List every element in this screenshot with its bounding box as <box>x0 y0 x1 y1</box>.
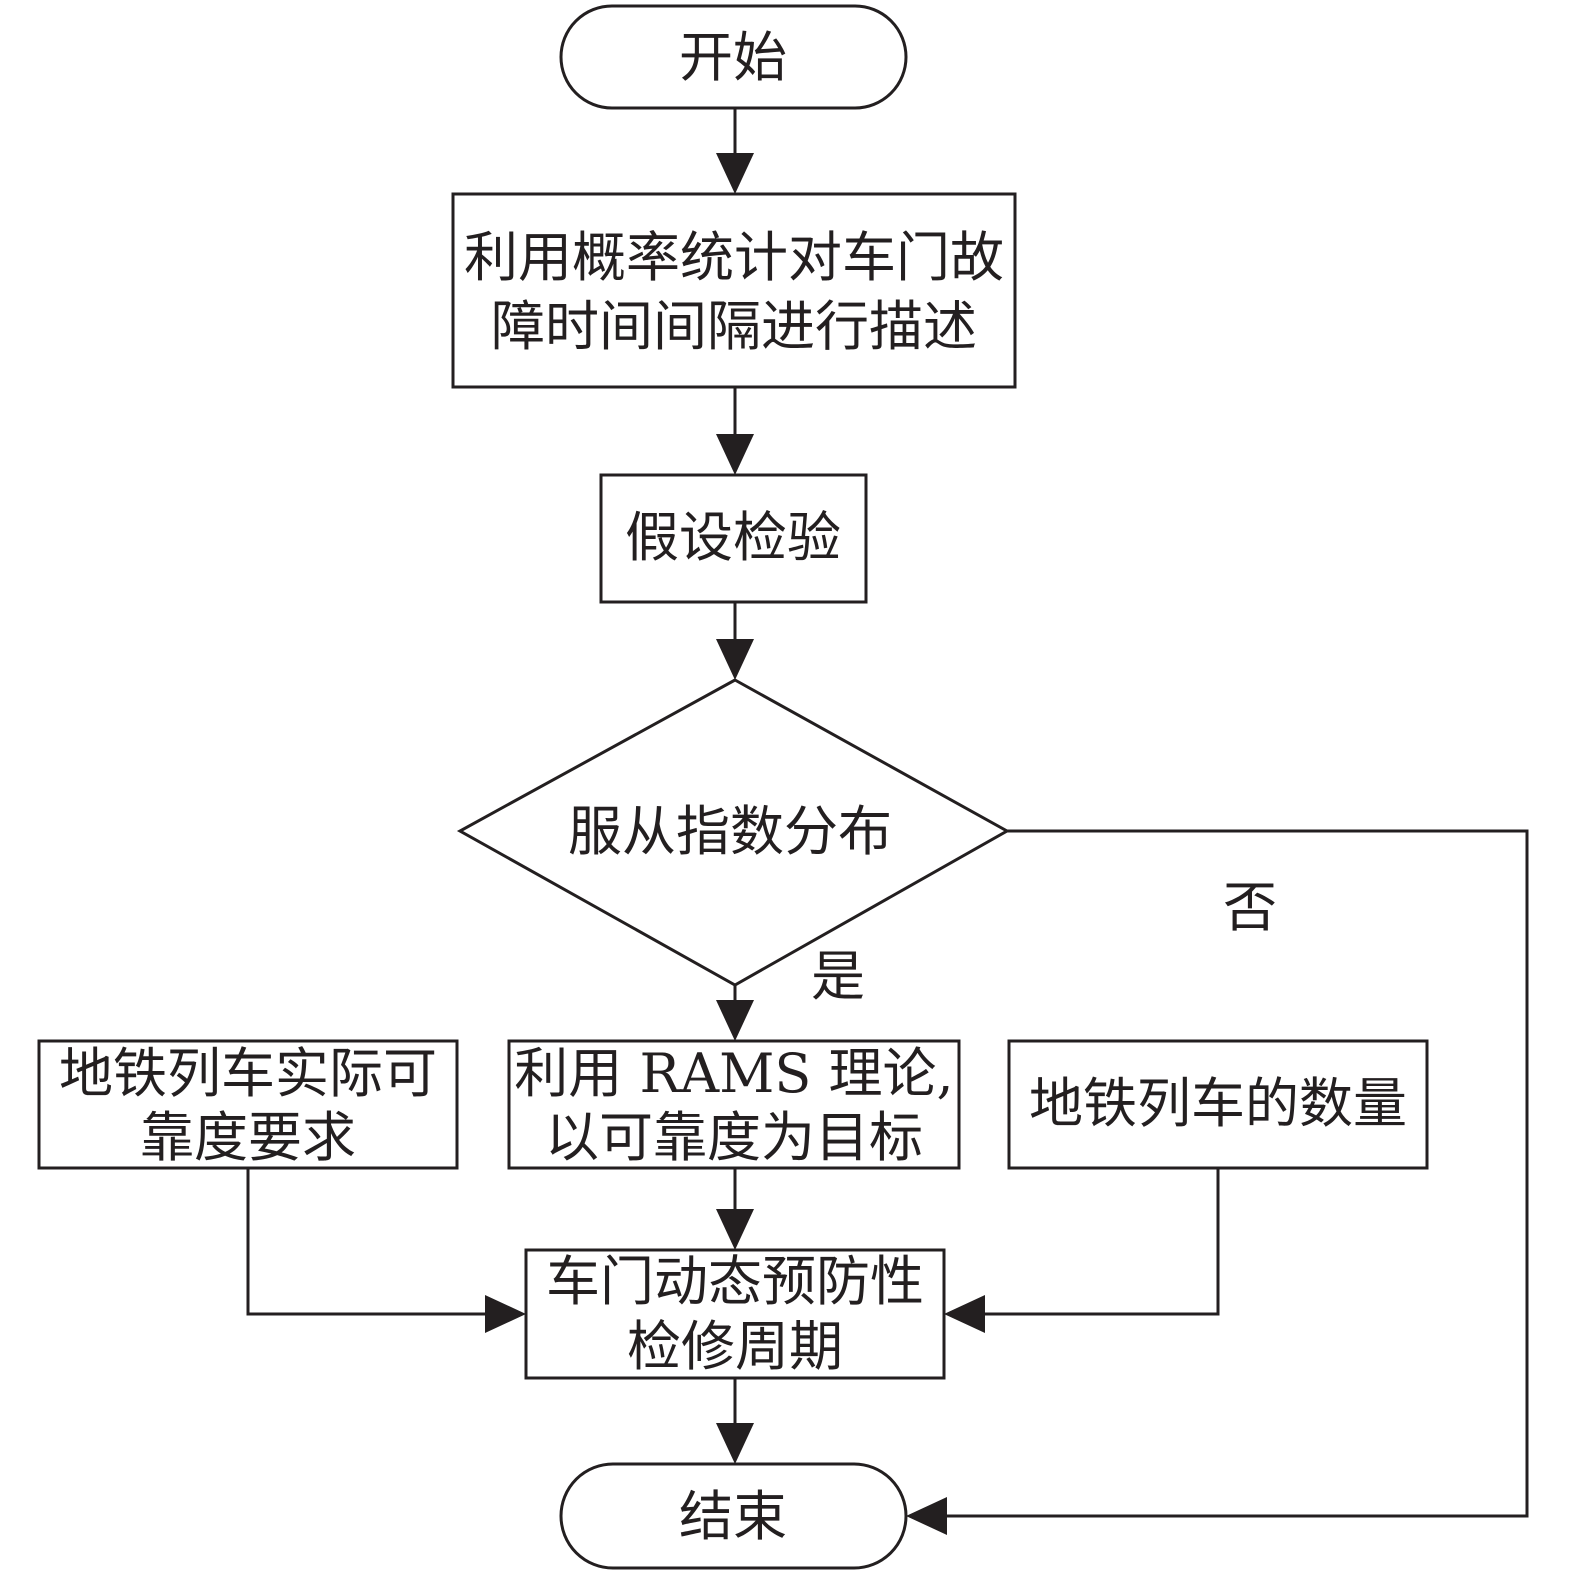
decision-label: 服从指数分布 <box>568 800 892 863</box>
maintenance-line1: 车门动态预防性 <box>546 1250 924 1313</box>
describe-label-line1: 利用概率统计对车门故 <box>464 226 1004 289</box>
edge-rams-to-maintenance <box>716 1168 754 1250</box>
hypothesis-node: 假设检验 <box>599 473 868 604</box>
reliability-requirement-line2: 靠度要求 <box>140 1106 356 1169</box>
maintenance-node: 车门动态预防性 检修周期 <box>524 1248 946 1380</box>
end-label: 结束 <box>679 1485 787 1548</box>
edge-reliability-to-maintenance <box>246 1168 526 1333</box>
end-node: 结束 <box>559 1462 908 1570</box>
hypothesis-label: 假设检验 <box>625 506 841 569</box>
edge-decision-to-rams <box>716 985 754 1041</box>
edge-train-count-to-maintenance <box>944 1168 1220 1333</box>
yes-label: 是 <box>811 945 865 1008</box>
describe-node: 利用概率统计对车门故 障时间间隔进行描述 <box>451 192 1017 389</box>
rams-line1: 利用 RAMS 理论, <box>514 1042 953 1105</box>
train-count-node: 地铁列车的数量 <box>1007 1039 1429 1170</box>
describe-label-line2: 障时间间隔进行描述 <box>491 295 977 358</box>
edge-start-to-describe <box>716 108 754 194</box>
edge-decision-no-to-end <box>906 829 1529 1535</box>
reliability-requirement-node: 地铁列车实际可 靠度要求 <box>37 1039 459 1170</box>
start-label: 开始 <box>679 26 787 89</box>
edge-hypothesis-to-decision <box>716 602 754 680</box>
train-count-label: 地铁列车的数量 <box>1029 1072 1407 1135</box>
edge-maintenance-to-end <box>716 1378 754 1464</box>
no-label: 否 <box>1223 876 1277 939</box>
edge-describe-to-hypothesis <box>716 387 754 475</box>
rams-line2: 以可靠度为目标 <box>545 1106 923 1169</box>
start-node: 开始 <box>559 4 908 110</box>
maintenance-line2: 检修周期 <box>627 1315 843 1378</box>
reliability-requirement-line1: 地铁列车实际可 <box>59 1042 437 1105</box>
rams-node: 利用 RAMS 理论, 以可靠度为目标 <box>507 1039 961 1170</box>
decision-node: 服从指数分布 <box>456 678 1011 987</box>
